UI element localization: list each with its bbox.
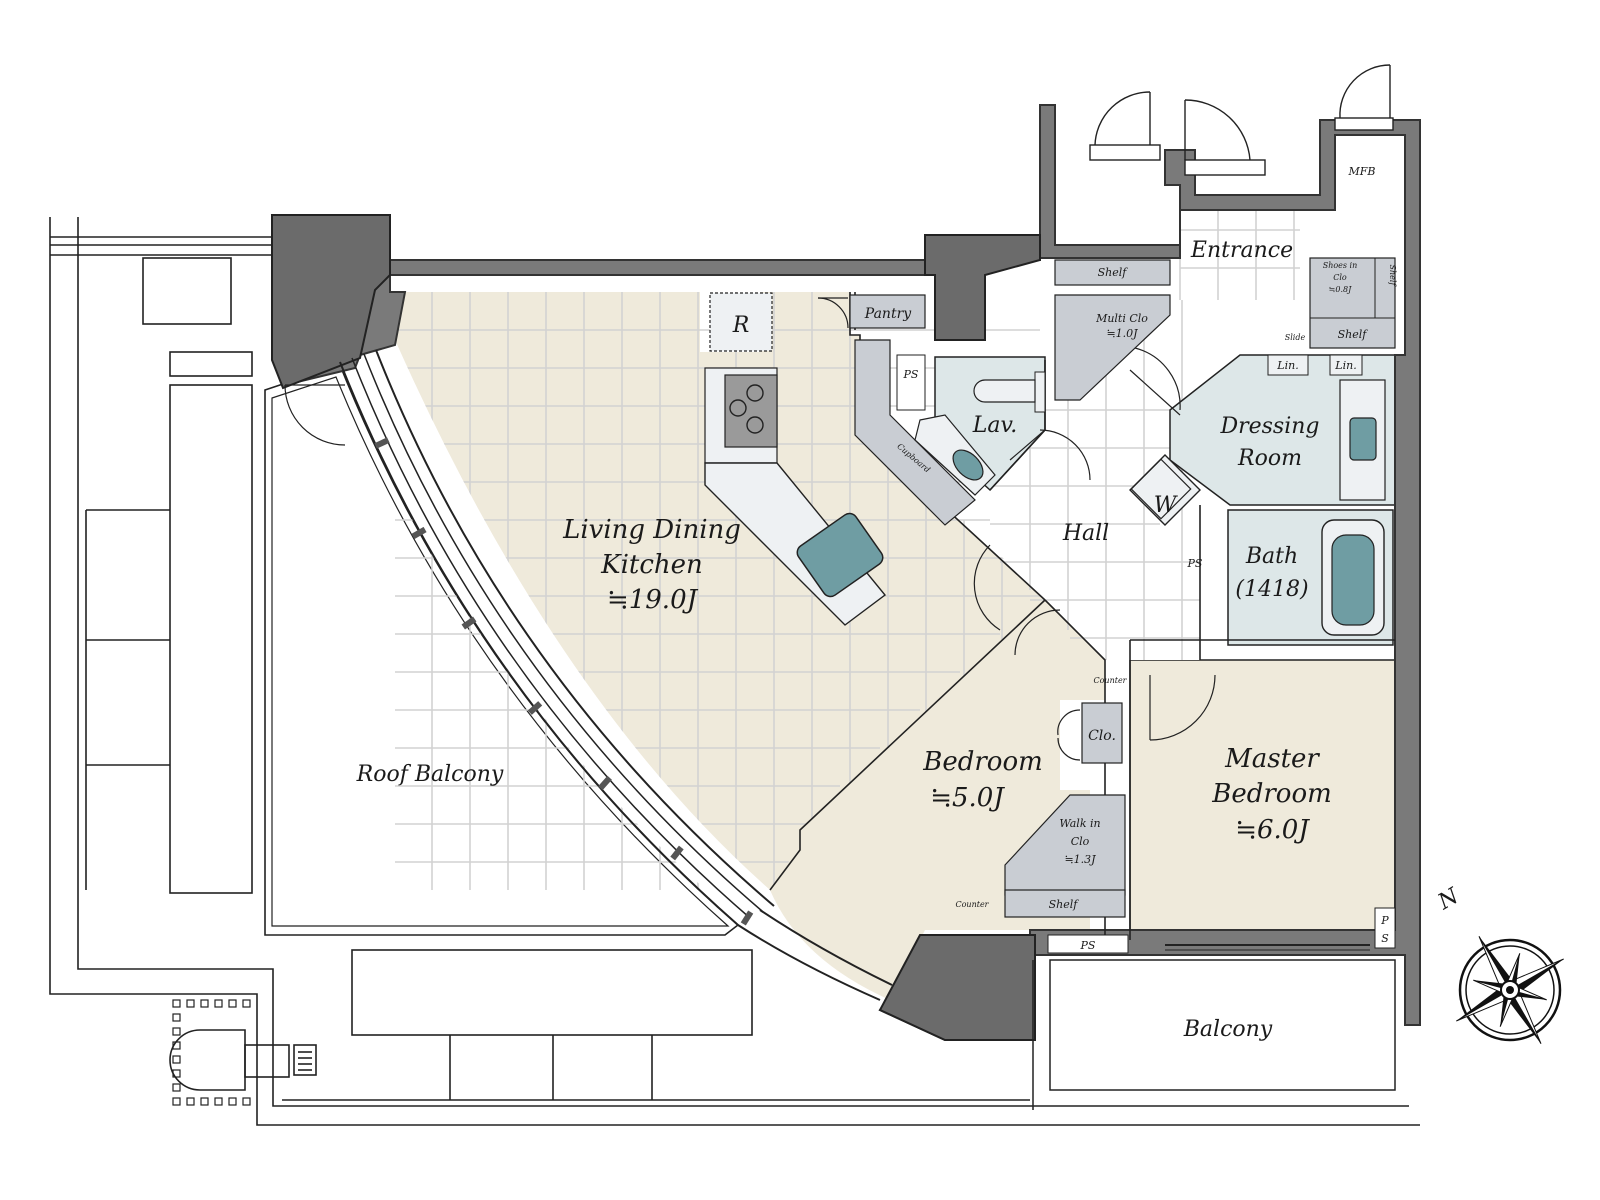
dressing-line1: Dressing (1219, 414, 1319, 439)
ldk-line2: Kitchen (600, 550, 703, 580)
master-line1: Master (1224, 744, 1320, 774)
entrance-label: Entrance (1190, 238, 1293, 263)
shelf-lower-label: Shelf (1338, 328, 1369, 341)
ps-label-5: S (1381, 932, 1389, 945)
roof-balcony-label: Roof Balcony (356, 762, 504, 787)
slide-label: Slide (1285, 333, 1306, 342)
cupboard (854, 339, 976, 526)
washer-label: W (1154, 493, 1179, 518)
walk-in-label-1: Walk in (1059, 817, 1100, 830)
cooktop (724, 374, 778, 448)
ps-label-4: P (1380, 914, 1389, 927)
toilet (973, 379, 1036, 403)
master-area: ≒6.0J (1235, 815, 1310, 845)
multi-clo (1054, 294, 1171, 401)
clo-label: Clo. (1088, 728, 1116, 744)
walk-in-label-3: ≒1.3J (1064, 853, 1096, 866)
lav-label: Lav. (972, 413, 1018, 438)
pantry-label: Pantry (864, 306, 912, 322)
bath-line1: Bath (1245, 544, 1298, 569)
ps-label-1: PS (903, 368, 919, 381)
mfb-label: MFB (1348, 165, 1376, 178)
lavatory: Lav. (914, 371, 1091, 496)
multi-clo-area: ≒1.0J (1106, 327, 1138, 340)
refrigerator-label: R (732, 313, 750, 338)
dressing-sink (1349, 417, 1377, 461)
lav-sink (952, 449, 984, 481)
roof-balcony-frame (49, 217, 1420, 1126)
shoes-in-clo (1309, 257, 1396, 349)
bedroom-label: Bedroom (922, 747, 1043, 777)
bedroom-closet (1081, 702, 1123, 764)
ldk-area: ≒19.0J (607, 585, 699, 615)
ldk-line1: Living Dining (562, 515, 741, 545)
bedroom-area: ≒5.0J (930, 783, 1005, 813)
ldk-floor (395, 292, 1045, 890)
lav-door (1039, 429, 1091, 481)
walk-in-label-2: Clo (1071, 835, 1090, 848)
walls (270, 104, 1421, 1041)
shelf-label: Shelf (1098, 266, 1129, 279)
master-line2: Bedroom (1211, 779, 1332, 809)
master-door (1149, 674, 1216, 741)
walk-in-shelf-label: Shelf (1049, 898, 1080, 911)
ps-label-2: PS (1187, 557, 1203, 570)
window-mullions (374, 437, 754, 926)
kitchen: R (704, 292, 887, 626)
multi-clo-label: Multi Clo (1095, 312, 1148, 325)
shoes-label-3: ≒0.8J (1329, 285, 1352, 294)
pantry (849, 294, 926, 329)
ps-label-3: PS (1080, 939, 1096, 952)
refrigerator (709, 292, 773, 352)
shelf-top (1054, 259, 1171, 286)
master-bedroom-floor (1129, 659, 1396, 941)
compass-north-label: N (1433, 883, 1464, 915)
shoes-label-1: Shoes in (1323, 261, 1358, 270)
shelf-right-label: Shelf (1388, 265, 1397, 288)
entrance-doors (1089, 64, 1394, 176)
lin-label-2: Lin. (1334, 359, 1356, 372)
dressing-line2: Room (1237, 446, 1302, 471)
balcony-label: Balcony (1183, 1017, 1273, 1042)
counter-label-1: Counter (955, 900, 989, 909)
counter-label-2: Counter (1093, 676, 1127, 685)
bathtub-basin (1331, 534, 1375, 626)
drain-squares (172, 999, 251, 1106)
shoes-label-2: Clo (1333, 273, 1347, 282)
toilet-tank (1034, 371, 1046, 413)
bath-line2: (1418) (1235, 577, 1308, 602)
balcony-area (1049, 959, 1396, 1091)
compass-icon (1456, 936, 1564, 1044)
lin-label-1: Lin. (1276, 359, 1298, 372)
kitchen-sink (796, 512, 884, 598)
hall-label: Hall (1062, 521, 1109, 546)
